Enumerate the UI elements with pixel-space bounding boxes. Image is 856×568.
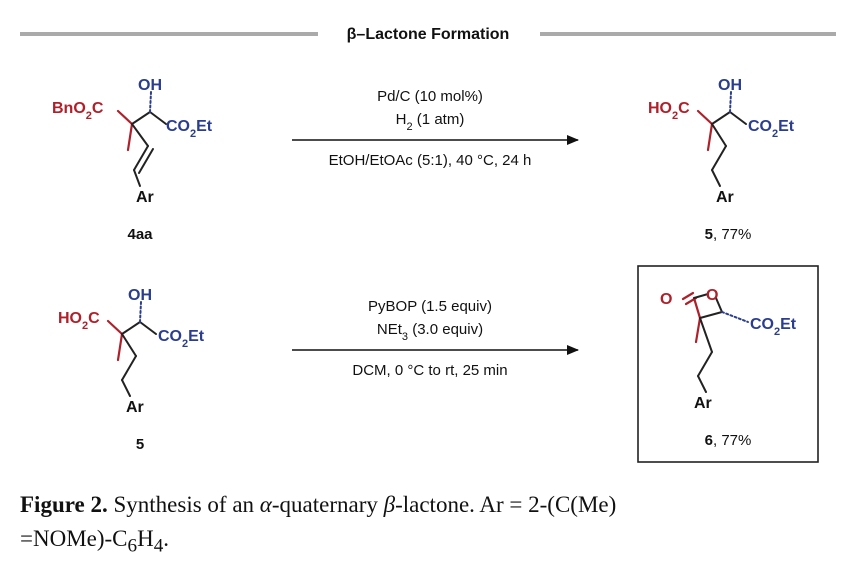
bond <box>121 321 141 335</box>
compound-5-substrate: OH HO2C CO2Et Ar 5 <box>58 287 205 453</box>
bond <box>697 351 713 377</box>
bond <box>681 291 695 301</box>
compound-label: 4aa <box>127 226 153 243</box>
condition: DCM, 0 °C to rt, 25 min <box>352 362 507 379</box>
bond <box>692 296 702 320</box>
condition: EtOH/EtOAc (5:1), 40 °C, 24 h <box>329 152 532 169</box>
bond <box>149 111 167 125</box>
bond <box>126 122 134 152</box>
atom-co2et: CO2Et <box>748 118 795 140</box>
bond <box>699 311 723 319</box>
reaction-scheme: β–Lactone Formation OH BnO2C CO2Et Ar 4a… <box>20 26 836 463</box>
atom-o-carbonyl: O <box>660 291 672 308</box>
bond <box>133 145 149 171</box>
highlight-box <box>637 265 819 463</box>
header-title: β–Lactone Formation <box>347 26 510 43</box>
atom-o-ring: O <box>706 287 718 304</box>
bond <box>116 332 124 362</box>
compound-6: O O CO2Et Ar 6, 77% <box>637 265 819 463</box>
bond <box>715 297 723 313</box>
bond <box>139 321 157 335</box>
compound-4aa: OH BnO2C CO2Et Ar 4aa <box>52 77 213 243</box>
bond <box>711 145 727 171</box>
atom-ar: Ar <box>126 399 144 416</box>
compound-5-product: OH HO2C CO2Et Ar 5, 77% <box>648 77 795 243</box>
atom-ho2c: HO2C <box>58 310 100 332</box>
bond <box>699 317 713 353</box>
bond <box>696 109 714 126</box>
bond <box>711 169 721 187</box>
reaction-1: Pd/C (10 mol%) H2 (1 atm) EtOH/EtOAc (5:… <box>292 88 579 169</box>
bond <box>711 123 727 147</box>
atom-oh: OH <box>718 77 742 94</box>
bond <box>694 316 702 344</box>
atom-oh: OH <box>138 77 162 94</box>
figure-label: Figure 2. <box>20 492 108 517</box>
bond <box>121 379 131 397</box>
reagent-2: H2 (1 atm) <box>396 111 465 133</box>
bond <box>729 111 747 125</box>
bond <box>106 319 124 336</box>
bond <box>131 123 149 147</box>
reagent-1: PyBOP (1.5 equiv) <box>368 298 492 315</box>
compound-label: 6, 77% <box>705 432 752 449</box>
reaction-2: PyBOP (1.5 equiv) NEt3 (3.0 equiv) DCM, … <box>292 298 579 379</box>
atom-ar: Ar <box>136 189 154 206</box>
reagent-2: NEt3 (3.0 equiv) <box>377 321 483 343</box>
atom-co2et: CO2Et <box>158 328 205 350</box>
atom-co2et: CO2Et <box>750 316 797 338</box>
atom-ho2c: HO2C <box>648 100 690 122</box>
atom-ar: Ar <box>716 189 734 206</box>
hashed-bond <box>729 91 732 113</box>
bond <box>121 333 137 357</box>
bond <box>697 375 707 393</box>
bond <box>116 109 134 126</box>
bond <box>131 111 151 125</box>
bond <box>693 293 709 299</box>
reagent-1: Pd/C (10 mol%) <box>377 88 483 105</box>
hashed-bond <box>721 311 749 323</box>
atom-bno2c: BnO2C <box>52 100 104 122</box>
header-section: β–Lactone Formation <box>20 26 836 43</box>
hashed-bond <box>149 91 152 113</box>
bond <box>138 148 154 174</box>
hashed-bond <box>139 301 142 323</box>
bond <box>133 169 141 187</box>
compound-label: 5, 77% <box>705 226 752 243</box>
atom-oh: OH <box>128 287 152 304</box>
bond <box>711 111 731 125</box>
figure-caption: Figure 2. Synthesis of an α-quaternary β… <box>20 492 617 557</box>
bond <box>706 122 714 152</box>
compound-label: 5 <box>136 436 144 453</box>
atom-ar: Ar <box>694 395 712 412</box>
atom-co2et: CO2Et <box>166 118 213 140</box>
bond <box>121 355 137 381</box>
